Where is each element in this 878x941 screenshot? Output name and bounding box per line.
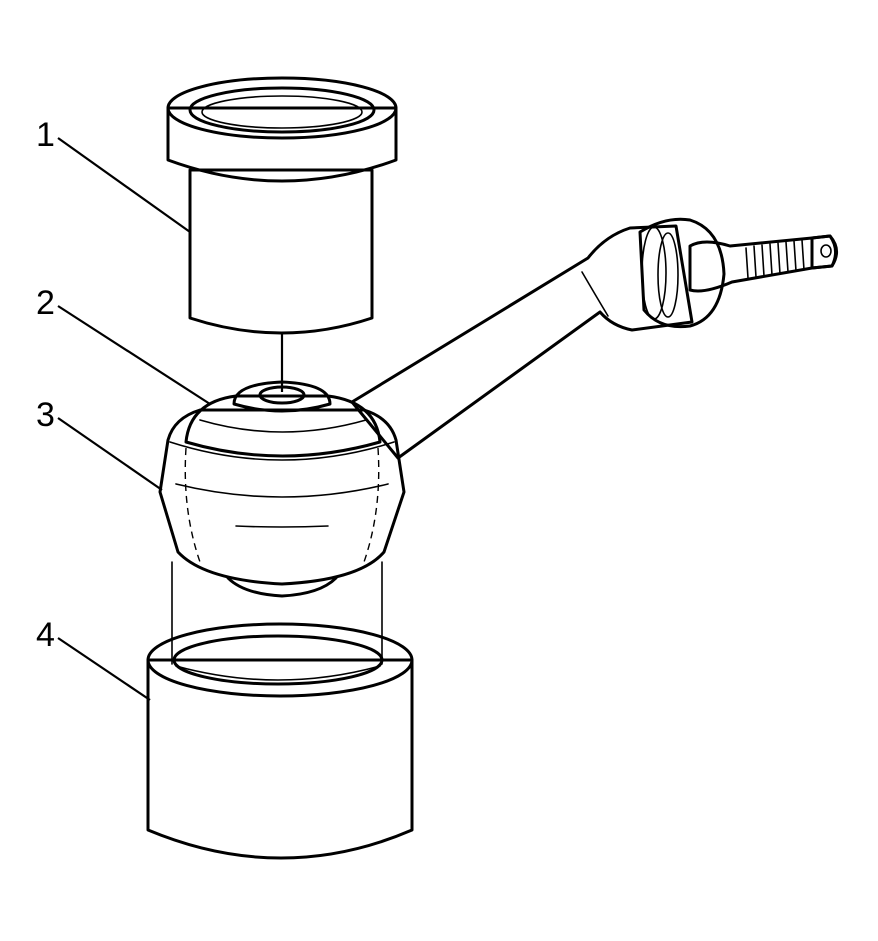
callout-number: 1 [36,116,55,154]
bushing [184,380,382,458]
callout-number: 4 [36,616,55,654]
callout-number: 3 [36,396,55,434]
stud-threads [745,239,805,279]
callout-4: 4 [36,616,151,701]
callout-number: 2 [36,284,55,322]
callout-2: 2 [36,284,211,405]
bushing-housing [158,408,406,598]
callout-3: 3 [36,396,163,491]
control-arm [350,217,838,460]
installer-tool [166,76,398,392]
support-tool [146,561,414,860]
callout-1: 1 [36,116,191,233]
